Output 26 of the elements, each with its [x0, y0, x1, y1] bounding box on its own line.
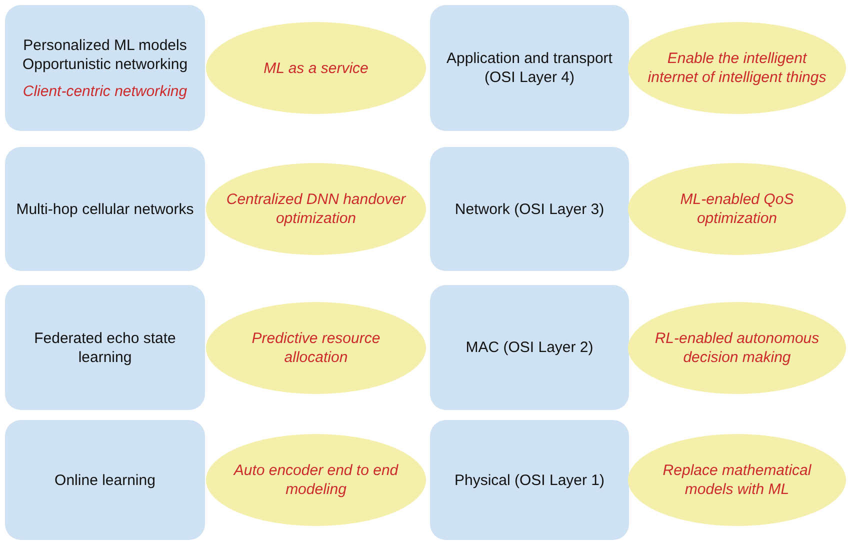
- ellipse-text: ML as a service: [264, 58, 368, 78]
- box-text: Federated echo state learning: [33, 328, 177, 366]
- category-box: [430, 285, 629, 410]
- category-box: [5, 147, 205, 271]
- highlight-text: Client-centric networking: [22, 82, 188, 100]
- ellipse-text: ML-enabled QoS optimization: [679, 190, 795, 228]
- category-box: [430, 420, 629, 540]
- ellipse-text: Replace mathematical models with ML: [662, 461, 812, 499]
- category-box: [430, 5, 629, 131]
- ellipse-text: Predictive resource allocation: [250, 328, 382, 366]
- ellipse-text: RL-enabled autonomous decision making: [654, 328, 820, 366]
- ellipse-text: Centralized DNN handover optimization: [225, 190, 407, 228]
- category-box: [430, 147, 629, 271]
- box-text: Online learning: [54, 470, 156, 490]
- ellipse-text: Auto encoder end to end modeling: [232, 461, 400, 499]
- box-text: Personalized ML models: [23, 36, 187, 54]
- category-box: [5, 5, 205, 131]
- box-text: Multi-hop cellular networks: [16, 200, 194, 218]
- category-box: [5, 285, 205, 410]
- box-text: Physical (OSI Layer 1): [454, 470, 605, 490]
- category-box: [5, 420, 205, 540]
- box-text: MAC (OSI Layer 2): [466, 338, 594, 357]
- ellipse-text: Enable the intelligent internet of intelligent things: [646, 49, 828, 87]
- box-text: Opportunistic networking: [22, 54, 188, 74]
- box-text: Application and transport (OSI Layer 4): [446, 49, 614, 87]
- box-text: Network (OSI Layer 3): [454, 200, 604, 218]
